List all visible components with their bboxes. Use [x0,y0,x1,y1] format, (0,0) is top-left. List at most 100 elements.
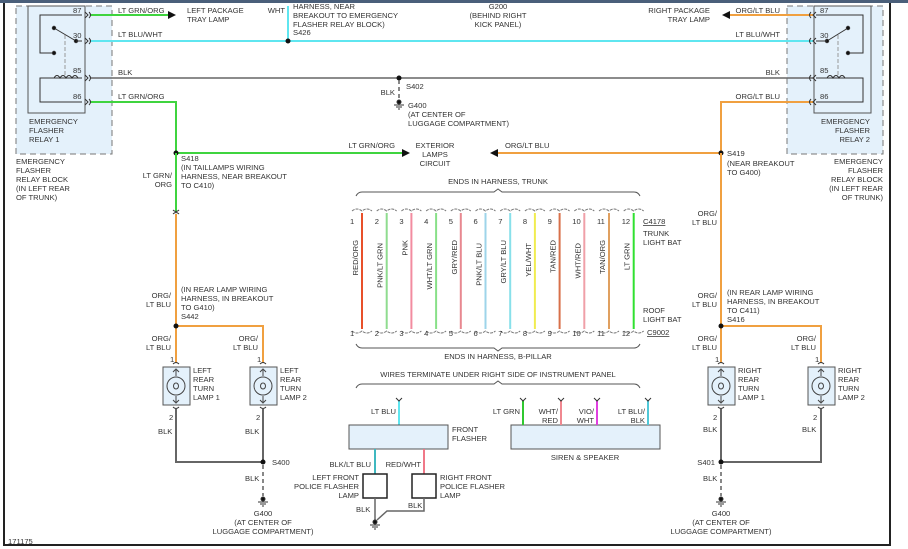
label-30-right: LT BLU/WHT [736,30,781,39]
label-exterior-right-wire: ORG/LT BLU [505,141,549,150]
figure-id: 171175 [8,537,33,546]
siren-connector-mark [593,397,601,402]
siren-speaker [510,424,661,450]
harness-wire-label: PNK/LT GRN [376,243,385,288]
harness-pin-top: 10 [572,217,580,226]
harness-pin-bottom: 10 [572,329,580,338]
harness-wire-label: GRY/LT BLU [499,240,508,283]
label-s400: S400 [272,458,290,467]
label-right-blk-1: BLK [703,425,717,434]
window-top-bar [0,0,908,3]
label-30-left: LT BLU/WHT [118,30,163,39]
connector-front-flasher-in [395,397,403,402]
wire-left-branch [176,325,264,363]
relay-block-left [15,5,113,155]
label-wht: WHT [268,6,286,15]
harness-connector-mark [499,208,521,334]
harness-pin-top: 9 [548,217,552,226]
siren-wire-label: LT GRN [493,407,520,416]
relay-1-pin-85: 85 [73,66,81,75]
left-lamp2-pin1: 1 [257,355,261,364]
harness-pin-bottom: 11 [597,329,605,338]
harness-pin-top: 8 [523,217,527,226]
harness-connector-mark [425,208,447,334]
harness-pin-top: 12 [622,217,630,226]
label-right-blk-2: BLK [802,425,816,434]
harness-connector-mark [376,208,398,334]
harness-bottom-brace [355,343,641,352]
siren-connector-mark [644,397,652,402]
label-86-right: ORG/LT BLU [736,92,780,101]
left-front-police-flasher-lamp [362,473,388,499]
ground-icon-top [394,99,404,110]
arrow-left-package-icon [168,11,176,19]
label-front-blk-right: BLK [408,501,422,510]
harness-connector-mark [351,208,373,334]
label-right-upper-wire: ORG/LT BLU [692,291,718,309]
siren-connector-mark [557,397,565,402]
siren-wire-label: WHT/RED [539,407,559,425]
instrument-caption: WIRES TERMINATE UNDER RIGHT SIDE OF INST… [380,370,616,379]
harness-pin-bottom: 8 [523,329,527,338]
harness-top-caption: ENDS IN HARNESS, TRUNK [448,177,548,186]
harness-pin-top: 5 [449,217,453,226]
label-left-lamp1-wire: ORG/LT BLU [146,334,172,352]
splice-s401 [718,459,724,465]
label-85-left: BLK [118,68,132,77]
harness-connector-mark [401,208,422,334]
label-left-upper-wire: ORG/LT BLU [146,291,172,309]
harness-connector-mark [623,208,645,334]
harness-bottom-caption: ENDS IN HARNESS, B-PILLAR [444,352,552,361]
splice-s400 [260,459,266,465]
harness-pin-bottom: 5 [449,329,453,338]
siren-wire-label: VIO/WHT [577,407,595,425]
label-s400-blk: BLK [245,474,259,483]
left-rear-turn-lamp-2 [249,366,278,406]
label-right-lamp1-wire: ORG/LT BLU [692,334,718,352]
label-s401: S401 [697,458,715,467]
left-lamp1-pin1: 1 [170,355,174,364]
left-lamp1-pin2: 2 [169,413,173,422]
harness-wire-label: TAN/RED [549,239,558,272]
right-front-police-flasher-lamp [411,473,437,499]
right-lamp1-pin1: 1 [715,355,719,364]
harness-connector-mark [450,208,472,334]
label-87-right: ORG/LT BLU [736,6,780,15]
harness-pin-top: 3 [399,217,403,226]
label-front-blk-left: BLK [356,505,370,514]
relay-2-pin-85: 85 [820,66,828,75]
ground-icon-front [370,519,380,530]
wire-left-ground [175,409,263,463]
harness-pin-bottom: 1 [350,329,354,338]
siren-connector-mark [519,397,527,402]
left-rear-turn-lamp-1 [162,366,191,406]
harness-wire-label: RED/ORG [351,240,360,276]
harness-wire-label: PNK/LT BLU [475,243,484,286]
right-rear-turn-lamp-1 [707,366,736,406]
label-left-blk-1: BLK [158,427,172,436]
label-flasher-left-out: BLK/LT BLU [329,460,371,469]
relay-2-switch-icon [816,14,864,103]
harness-pin-bottom: 7 [498,329,502,338]
harness-wire-label: PNK [400,240,409,256]
label-s401-blk: BLK [703,474,717,483]
relay-2 [813,5,872,114]
label-86-left: LT GRN/ORG [118,92,165,101]
right-lamp2-pin2: 2 [813,413,817,422]
label-front-flasher-in: LT BLU [371,407,396,416]
harness-pin-bottom: 2 [375,329,379,338]
